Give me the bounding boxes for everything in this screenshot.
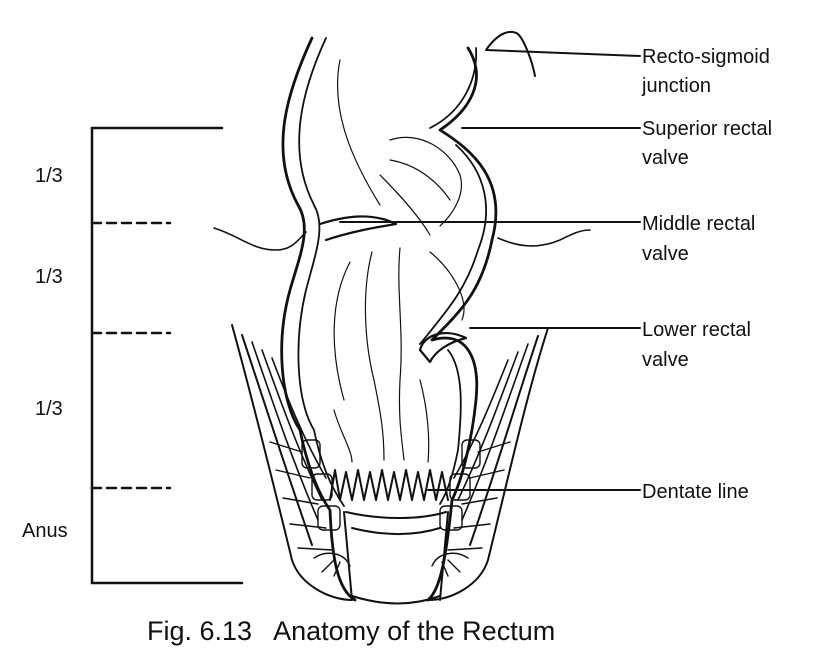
section-bracket (90, 126, 244, 585)
callout-middle-valve-line2: valve (642, 243, 689, 265)
callout-lower-valve-line2: valve (642, 349, 689, 371)
section-label-lower-third: 1/3 (35, 398, 63, 420)
callout-lower-valve-line1: Lower rectal (642, 319, 751, 341)
callout-dentate-line: Dentate line (642, 481, 749, 503)
section-label-middle-third: 1/3 (35, 266, 63, 288)
mucosal-folds (333, 59, 465, 463)
section-label-anus: Anus (22, 520, 68, 542)
callout-superior-valve-line2: valve (642, 147, 689, 169)
dentate-line-pattern (329, 469, 449, 501)
callout-middle-valve-line1: Middle rectal (642, 213, 755, 235)
anal-canal (343, 511, 449, 605)
callout-recto-sigmoid-line2: junction (641, 75, 711, 97)
rectal-wall (280, 36, 498, 602)
right-sphincter-muscles (427, 327, 549, 601)
figure-caption: Fig. 6.13 Anatomy of the Rectum (147, 616, 555, 646)
callout-superior-valve-line1: Superior rectal (642, 118, 772, 140)
callout-recto-sigmoid-line1: Recto-sigmoid (642, 46, 770, 68)
callout-leaders (339, 31, 641, 491)
lower-rectal-valve-fold (418, 332, 468, 364)
middle-rectal-valve-fold (318, 215, 398, 242)
section-label-upper-third: 1/3 (35, 165, 63, 187)
peritoneal-reflection (213, 227, 591, 251)
